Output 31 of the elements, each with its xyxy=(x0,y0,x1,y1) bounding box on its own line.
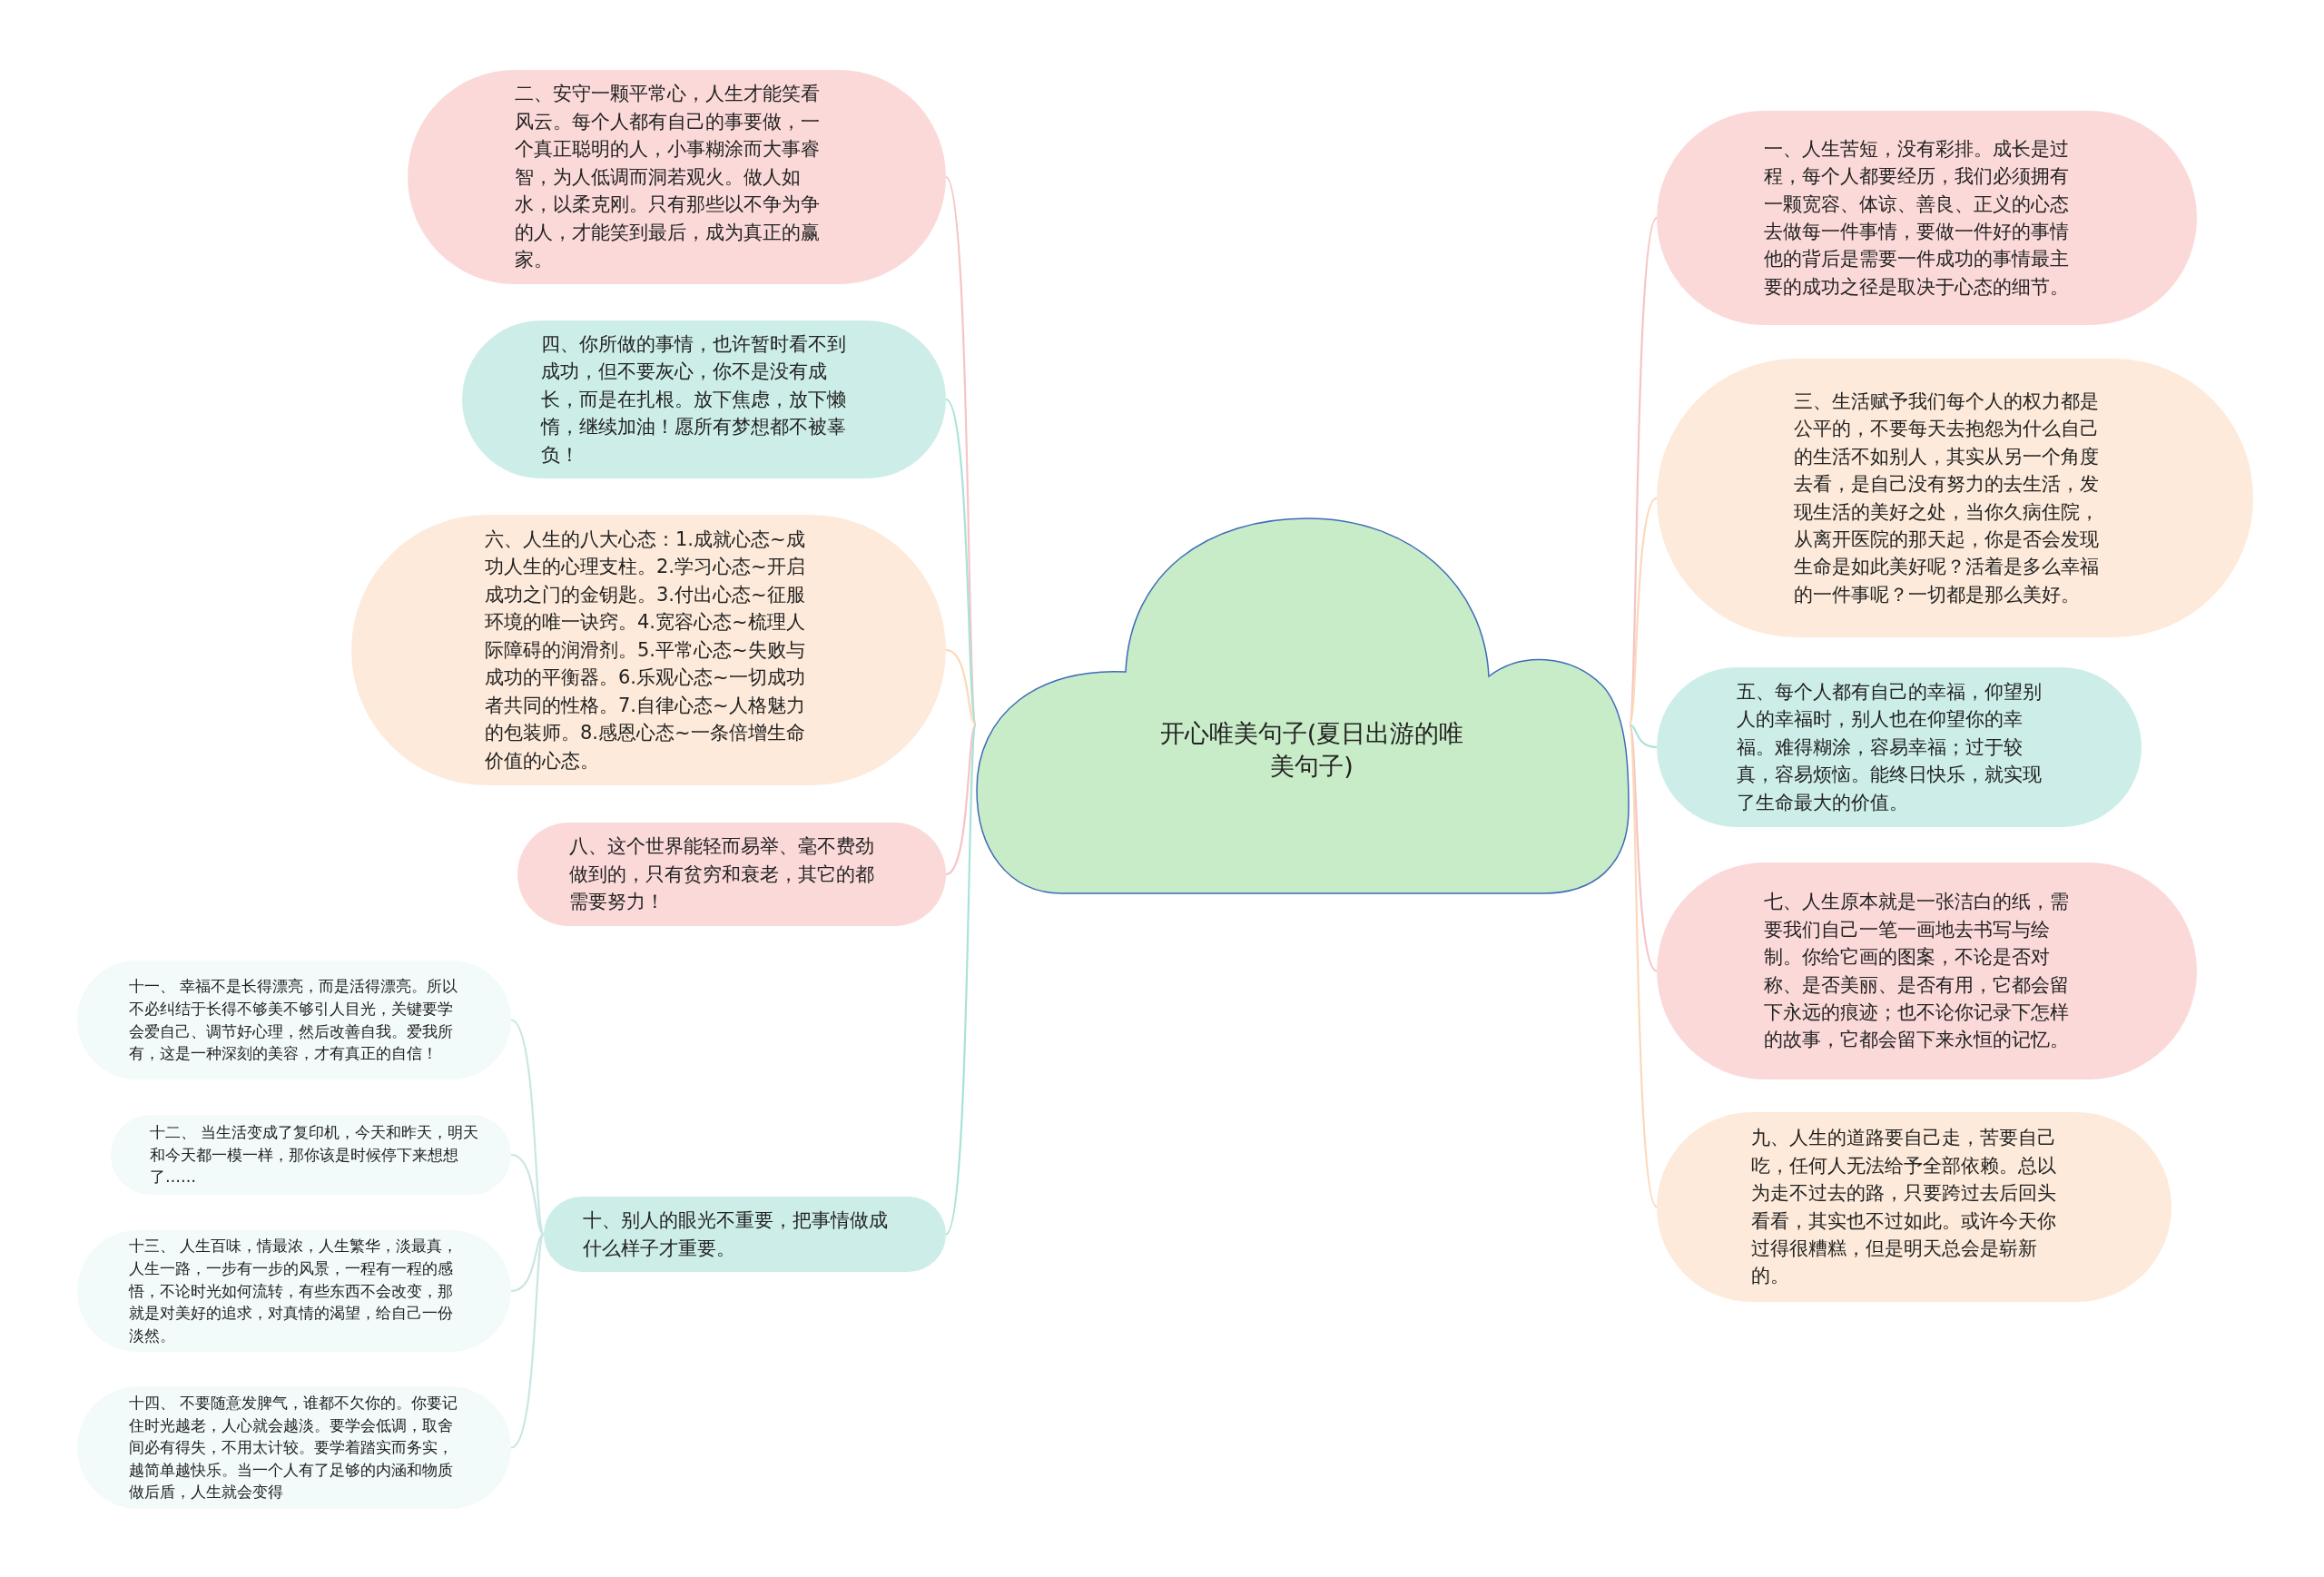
topic-text: 五、每个人都有自己的幸福，仰望别人的幸福时，别人也在仰望你的幸福。难得糊涂，容易幸福；过于较真，容易烦恼。能终日快乐，就实现了生命最大的价值。 xyxy=(1737,679,2043,815)
connector-line xyxy=(1628,724,1658,972)
topic-text: 十三、 人生百味，情最浓，人生繁华，淡最真，人生一路，一步有一步的风景，一程有一程的感悟，不论时光如何流转，有些东西不会改变，那就是对美好的追求，对真情的渴望，给自己一份淡然。 xyxy=(129,1236,459,1346)
topic-text: 四、你所做的事情，也许暂时看不到成功，但不要灰心，你不是没有成长，而是在扎根。放下焦虑，放下懒惰，继续加油！愿所有梦想都不被辜负！ xyxy=(541,331,847,468)
topic-text: 六、人生的八大心态：1.成就心态~成功人生的心理支柱。2.学习心态~开启成功之门的金钥匙。3.付出心态~征服环境的唯一诀窍。4.宽容心态~梳理人际障碍的润滑剂。5.平常心态~失败与成功的平衡器。6.乐观心态~一切成功者共同的性格。7.自律心态~人格魅力的包装师。8.感恩心态~一条倍增生命价值的心态。 xyxy=(485,527,806,774)
connector-line xyxy=(510,1234,545,1449)
connector-line xyxy=(945,399,978,725)
connector-line xyxy=(1629,724,1658,749)
central-topic: 开心唯美句子(夏日出游的唯美句子) xyxy=(1158,718,1465,783)
connector-line xyxy=(945,648,977,726)
connector-line xyxy=(510,1019,545,1235)
topic-text: 三、生活赋予我们每个人的权力都是公平的，不要每天去抱怨为什么自己的生活不如别人，其实从另一个角度去看，是自己没有努力的去生活，发现生活的美好之处，当你久病住院，从离开医院的那天起，你是否会发现生命是如此美好呢？活着是多么幸福的一件事呢？一切都是那么美好。 xyxy=(1794,389,2100,607)
connector-line xyxy=(945,176,978,725)
connector-line xyxy=(945,724,978,1236)
connector-line xyxy=(1628,724,1658,1207)
topic-text: 八、这个世界能轻而易举、毫不费劲做到的，只有贫穷和衰老，其它的都需要努力！ xyxy=(569,834,875,915)
topic-text: 七、人生原本就是一张洁白的纸，需要我们自己一笔一画地去书写与绘制。你给它画的图案，不论是否对称、是否美丽、是否有用，它都会留下永远的痕迹；也不论你记录下怎样的故事，它都会留下来永恒的记忆。 xyxy=(1764,890,2070,1053)
connector-line xyxy=(945,724,977,875)
topic-text: 十二、 当生活变成了复印机，今天和昨天，明天和今天都一模一样，那你该是时候停下来想想了…… xyxy=(150,1122,480,1188)
topic-pill xyxy=(544,1197,946,1272)
topic-text: 九、人生的道路要自己走，苦要自己吃，任何人无法给予全部依赖。总以为走不过去的路，只要跨过去后回头看看，其实也不过如此。或许今天你过得很糟糕，但是明天总会是崭新的。 xyxy=(1751,1126,2057,1289)
cloud-shape xyxy=(976,517,1630,894)
connector-line xyxy=(1628,217,1658,725)
topic-text: 二、安守一颗平常心，人生才能笑看风云。每个人都有自己的事要做，一个真正聪明的人，小事糊涂而大事睿智，为人低调而洞若观火。做人如水，以柔克刚。只有那些以不争为争的人，才能笑到最后，成为真正的赢家。 xyxy=(515,82,821,273)
topic-text: 十一、 幸福不是长得漂亮，而是活得漂亮。所以不必纠结于长得不够美不够引人目光，关键要学会爱自己、调节好心理，然后改善自我。爱我所有，这是一种深刻的美容，才有真正的自信！ xyxy=(129,976,459,1065)
connector-line xyxy=(510,1153,545,1236)
connector-line xyxy=(510,1233,545,1293)
topic-text: 十、别人的眼光不重要，把事情做成什么样子才重要。 xyxy=(583,1208,889,1261)
topic-text: 一、人生苦短，没有彩排。成长是过程，每个人都要经历，我们必须拥有一颗宽容、体谅、善良、正义的心态去做每一件事情，要做一件好的事情他的背后是需要一件成功的事情最主要的成功之径是取决于心态的细节。 xyxy=(1764,136,2070,300)
topic-text: 十四、 不要随意发脾气，谁都不欠你的。你要记住时光越老，人心就会越淡。要学会低调，取舍间必有得失，不用太计较。要学着踏实而务实，越简单越快乐。当一个人有了足够的内涵和物质做后盾，人生就会变得 xyxy=(129,1392,459,1503)
connector-line xyxy=(1629,497,1658,725)
